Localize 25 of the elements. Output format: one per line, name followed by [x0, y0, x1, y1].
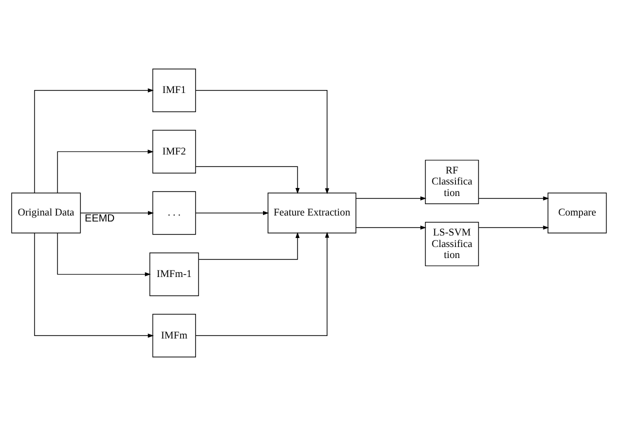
node-box: RF Classifica tion — [424, 159, 479, 204]
arrow — [356, 225, 426, 230]
node-box: Feature Extraction — [268, 192, 356, 233]
node-box: Compare — [548, 192, 607, 233]
node-box: IMF1 — [152, 68, 196, 112]
arrow — [34, 232, 154, 338]
node-box: IMFm — [152, 313, 196, 357]
arrow — [478, 225, 550, 230]
arrow — [195, 231, 330, 336]
arrow — [198, 232, 300, 260]
arrow — [195, 166, 300, 194]
arrow — [195, 90, 330, 194]
arrow — [478, 196, 550, 200]
arrow — [80, 210, 154, 215]
edge-label: EEMD — [84, 212, 115, 224]
node-box: IMF2 — [152, 129, 196, 173]
arrow — [356, 196, 426, 200]
node-box: LS-SVM Classifica tion — [424, 221, 479, 266]
node-box: . . . — [152, 190, 196, 234]
arrow — [34, 88, 154, 193]
node-box: IMFm-1 — [149, 252, 199, 296]
arrow — [195, 210, 269, 215]
node-box: Original Data — [11, 192, 81, 233]
arrow — [57, 232, 151, 276]
arrow — [57, 149, 154, 193]
